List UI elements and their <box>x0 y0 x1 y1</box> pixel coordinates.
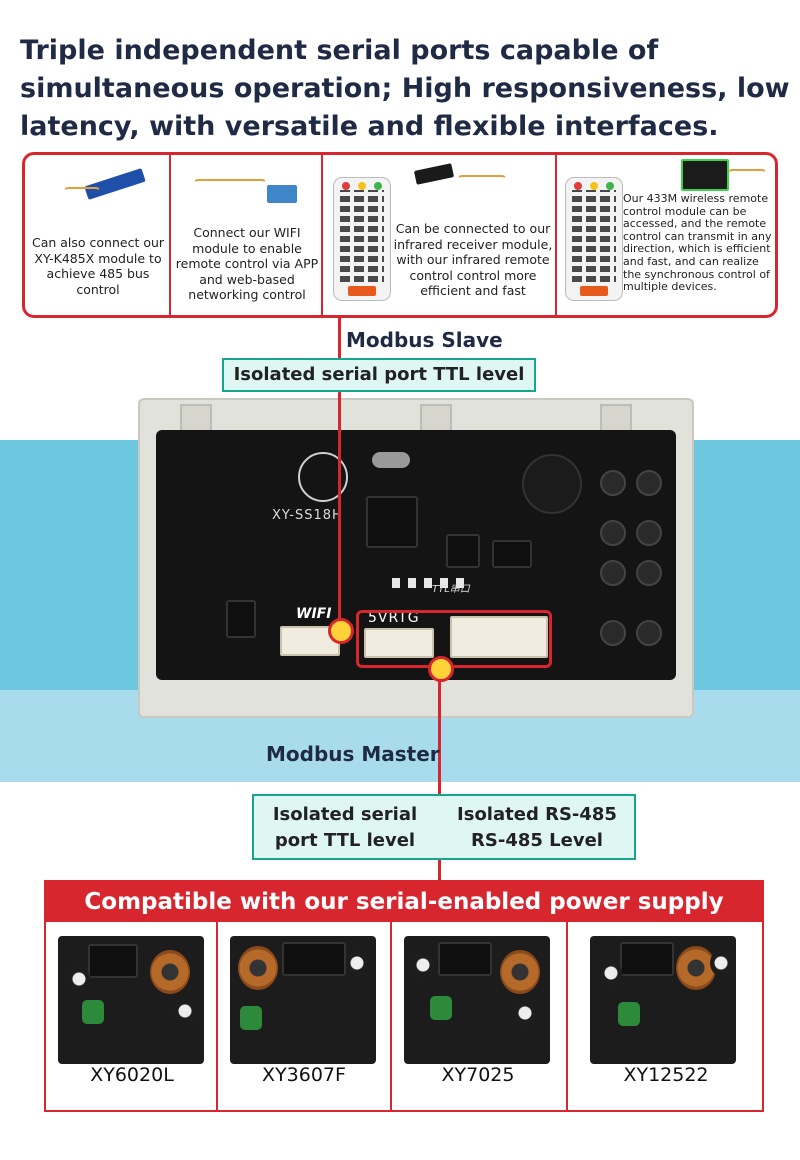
feature-cell-wifi: Connect our WIFI module to enable remote… <box>171 155 323 315</box>
key-pad <box>600 470 626 496</box>
key-pad <box>636 620 662 646</box>
ttl-port-label: TTL串口 <box>432 584 470 595</box>
xy3607f-board-image <box>230 936 376 1064</box>
key-pad <box>600 620 626 646</box>
modbus-slave-title: Modbus Slave <box>346 328 503 352</box>
module-cable <box>193 179 267 193</box>
pin-label: 5VRTG <box>368 610 420 626</box>
modbus-master-port-labels: Isolated serial port TTL level Isolated … <box>252 794 636 860</box>
key-pad <box>600 560 626 586</box>
connector-line <box>438 680 441 880</box>
ir-receiver-module-image <box>413 163 455 185</box>
ttl-level-label-line2: port TTL level <box>274 830 416 851</box>
key-pad <box>636 520 662 546</box>
module-cable <box>457 175 507 189</box>
xy6020l-board-image <box>58 936 204 1064</box>
modbus-master-title: Modbus Master <box>266 742 440 766</box>
wifi-port-label: WIFI <box>296 606 332 622</box>
key-pad <box>636 470 662 496</box>
regulator-chip <box>226 600 256 638</box>
wifi-port-marker <box>328 618 354 644</box>
buzzer <box>522 454 582 514</box>
device-name: XY7025 <box>441 1064 515 1086</box>
device-card: XY7025 <box>392 922 568 1110</box>
wifi-module-image <box>267 185 297 203</box>
header-pins <box>392 578 472 588</box>
headline: Triple independent serial ports capable … <box>20 35 790 142</box>
key-pad <box>636 560 662 586</box>
device-name: XY6020L <box>90 1064 174 1086</box>
feature-cell-485-text: Can also connect our XY-K485X module to … <box>31 235 165 297</box>
master-ports-highlight <box>356 610 552 668</box>
feature-cell-485: Can also connect our XY-K485X module to … <box>25 155 171 315</box>
rs485-label-line2: RS-485 Level <box>471 830 603 851</box>
microcontroller-chip <box>366 496 418 548</box>
connector-line <box>338 392 341 622</box>
feature-cell-infrared-text: Can be connected to our infrared receive… <box>393 221 553 298</box>
connector-line <box>338 318 341 358</box>
brand-logo-icon <box>298 452 348 502</box>
device-card: XY3607F <box>218 922 392 1110</box>
device-name: XY3607F <box>262 1064 346 1086</box>
xy12522-board-image <box>590 936 736 1064</box>
control-board: XY-SS18H TTL串口 WIFI 5VRTG <box>156 430 676 680</box>
device-card: XY12522 <box>568 922 764 1110</box>
device-name: XY12522 <box>623 1064 709 1086</box>
master-port-marker <box>428 656 454 682</box>
rs485-connector <box>450 616 548 658</box>
xy7025-board-image <box>404 936 550 1064</box>
feature-cell-433m: Our 433M wireless remote control module … <box>557 155 775 315</box>
rs485-label-line1: Isolated RS-485 <box>457 804 617 825</box>
feature-cell-433m-text: Our 433M wireless remote control module … <box>623 192 772 294</box>
feature-cell-infrared: Can be connected to our infrared receive… <box>323 155 557 315</box>
module-cable <box>727 169 767 183</box>
board-model-label: XY-SS18H <box>272 508 343 523</box>
feature-panel: Can also connect our XY-K485X module to … <box>22 152 778 318</box>
modbus-slave-port-label: Isolated serial port TTL level <box>222 358 536 392</box>
ttl-connector <box>364 628 434 658</box>
crystal-oscillator <box>372 452 410 468</box>
compatible-devices-panel: XY6020L XY3607F XY7025 XY12522 <box>44 922 764 1112</box>
compatible-devices-header: Compatible with our serial-enabled power… <box>44 880 764 959</box>
module-cable <box>63 187 101 201</box>
device-card: XY6020L <box>46 922 218 1110</box>
ttl-level-label-line1: Isolated serial <box>272 804 418 825</box>
ir-remote-control-image <box>333 177 391 301</box>
433m-module-image <box>681 159 729 191</box>
key-pad <box>600 520 626 546</box>
feature-cell-wifi-text: Connect our WIFI module to enable remote… <box>175 225 319 302</box>
isolator-chip <box>492 540 532 568</box>
433m-remote-control-image <box>565 177 623 301</box>
isolator-chip <box>446 534 480 568</box>
